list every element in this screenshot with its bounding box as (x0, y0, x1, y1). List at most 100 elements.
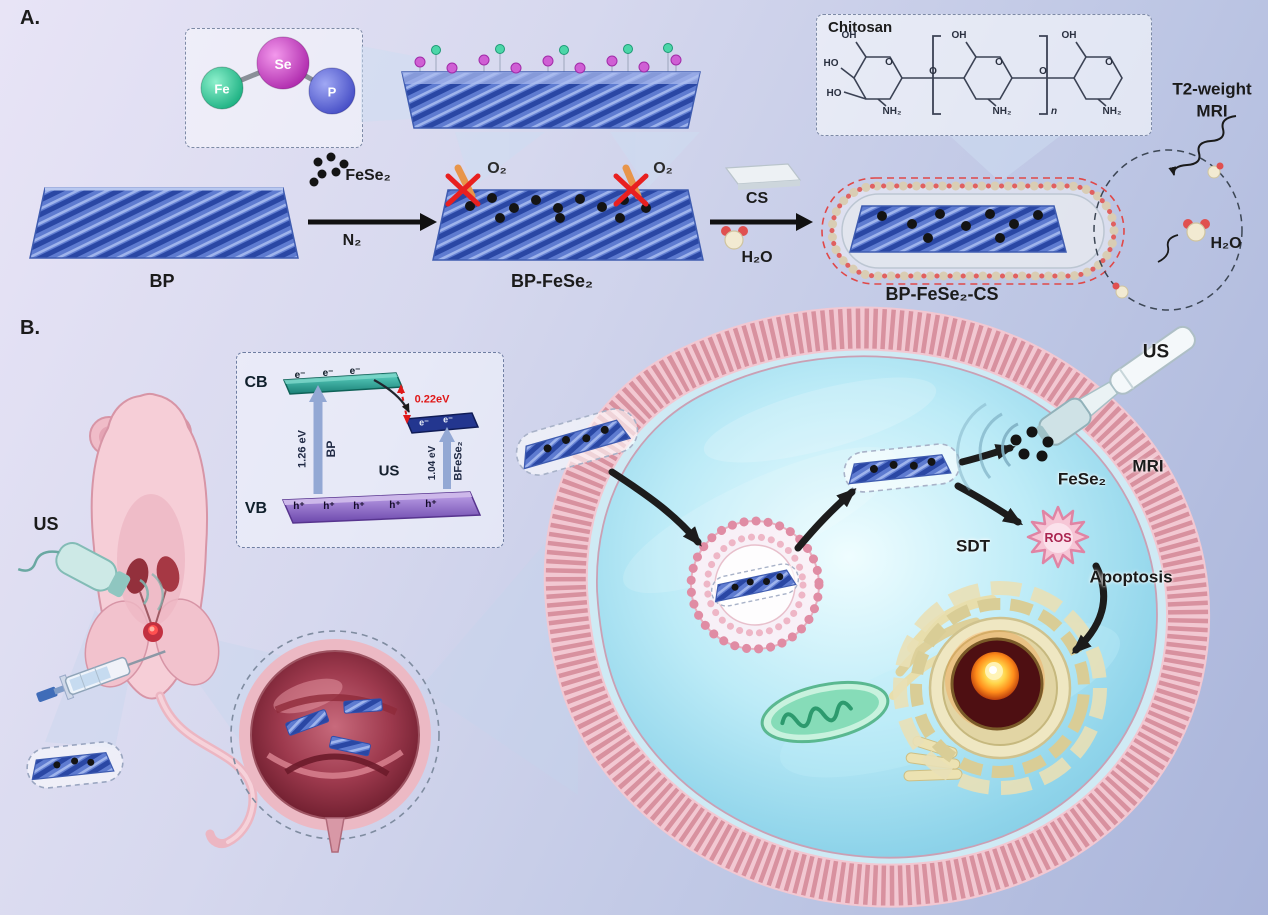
bfese2-band-label: BFeSe₂ (452, 441, 465, 481)
band-diagram (281, 372, 482, 524)
fe-atoms-row (431, 43, 673, 55)
bp-band-label: BP (324, 440, 338, 458)
electron-label: e⁻ (322, 368, 334, 379)
bfese2-gap-label: 1.04 eV (427, 445, 438, 481)
syringe-icon (36, 650, 166, 702)
us-inset-label: US (378, 462, 400, 480)
step1-atmosphere-label: N₂ (342, 232, 362, 249)
t2-mri-label-line1: T2-weight (1172, 79, 1252, 99)
chem-ho: HO (826, 88, 842, 99)
p-atom-label: P (327, 84, 337, 100)
chem-o: O (885, 57, 893, 68)
hole-label: h⁺ (323, 501, 335, 512)
bp-gap-label: 1.26 eV (296, 430, 309, 468)
panel-b-label: B. (20, 317, 40, 339)
ros-label: ROS (1044, 530, 1072, 545)
o2-blocked-arrow-left (454, 164, 476, 200)
fe-atom-label: Fe (214, 81, 230, 97)
kidney-left (125, 558, 149, 594)
electron-label: e⁻ (294, 370, 306, 381)
red-x-right-icon (613, 173, 649, 207)
se-atoms-row (414, 54, 682, 74)
capsule-in-endosome (710, 563, 800, 607)
nucleus-complex (889, 581, 1107, 795)
water-molecule-icon (721, 226, 748, 250)
chem-oh: OH (841, 30, 857, 41)
bladder (230, 630, 440, 853)
chem-o: O (929, 66, 937, 77)
mitochondria (760, 680, 890, 744)
bp-fese2-label: BP-FeSe₂ (510, 271, 594, 291)
chitosan-inset-box (816, 14, 1152, 136)
chem-oh: OH (951, 30, 967, 41)
nanosheet-in-bladder (329, 735, 371, 757)
reaction-arrow-2 (710, 213, 813, 231)
mri-cell-label: MRI (1132, 456, 1164, 476)
vb-label: VB (244, 500, 268, 517)
bp-fese2-nanosheet (432, 164, 704, 261)
fe-atom-icon (200, 66, 244, 110)
endosome (686, 516, 824, 654)
chem-ho: HO (823, 58, 839, 69)
fese2-dots (309, 152, 349, 187)
t2-mri-label-line2: MRI (1196, 101, 1228, 121)
se-atom-icon (256, 36, 310, 90)
bfese2-cb-bar (404, 412, 480, 434)
product-label: BP-FeSe₂-CS (885, 284, 999, 304)
electron-transfer-arrow (373, 379, 410, 413)
se-atom-label: Se (274, 56, 292, 72)
red-x-left-icon (445, 173, 481, 207)
chem-o: O (1105, 57, 1113, 68)
ultrasound-transducer-left-icon (17, 542, 164, 611)
water-molecule-right-icon (1112, 162, 1224, 299)
bp-fese2-cs-capsule (821, 177, 1125, 285)
ros-burst-icon (1026, 505, 1090, 569)
band-gap-offset-label: 0.22eV (414, 393, 450, 406)
sdt-label: SDT (956, 536, 990, 556)
chitosan-structure (840, 35, 1123, 115)
ultrasound-probe-right-icon (955, 325, 1196, 491)
chitosan-title: Chitosan (828, 19, 893, 36)
mouse (84, 392, 258, 849)
p-atom-icon (308, 67, 356, 115)
fe-se-p-molecule (200, 36, 356, 115)
fese2-cell-label: FeSe₂ (1057, 469, 1107, 489)
cs-label: CS (745, 190, 769, 207)
bp-nanosheet (29, 187, 299, 259)
electron-label: e⁻ (349, 366, 361, 377)
nanosheet-in-bladder (343, 698, 383, 714)
chem-nh2: NH₂ (1102, 106, 1122, 117)
us-right-label: US (1142, 341, 1170, 363)
hole-label: h⁺ (293, 501, 305, 512)
magnifier-dashed-ellipse (1093, 149, 1243, 311)
hole-label: h⁺ (353, 501, 365, 512)
chem-o: O (1039, 66, 1047, 77)
chem-oh: OH (1061, 30, 1077, 41)
panel-a-label: A. (20, 7, 40, 29)
bp-label: BP (149, 271, 175, 291)
crystal-structure (401, 43, 701, 129)
cb-label: CB (244, 374, 268, 391)
pathway-arrows (608, 444, 1108, 655)
chem-o: O (995, 57, 1003, 68)
chem-nh2: NH₂ (992, 106, 1012, 117)
reaction-arrow-1 (308, 213, 437, 231)
mri-squiggle-arrow (1157, 115, 1237, 263)
apoptosis-label: Apoptosis (1089, 567, 1173, 587)
cs-sheet-icon (724, 163, 802, 190)
o2-left-label: O₂ (487, 160, 507, 177)
o2-right-label: O₂ (653, 160, 673, 177)
capsule-released (843, 443, 961, 493)
hole-label: h⁺ (425, 499, 437, 510)
electron-label: e⁻ (443, 414, 453, 425)
nanosheet-in-bladder (285, 709, 330, 736)
released-fese2-dots (1010, 426, 1054, 462)
hole-label: h⁺ (389, 500, 401, 511)
us-left-label: US (33, 514, 59, 534)
chem-nh2: NH₂ (882, 106, 902, 117)
kidney-right (156, 556, 180, 592)
step1-reagent-label: FeSe₂ (345, 167, 391, 184)
capsule-entering (515, 408, 639, 476)
